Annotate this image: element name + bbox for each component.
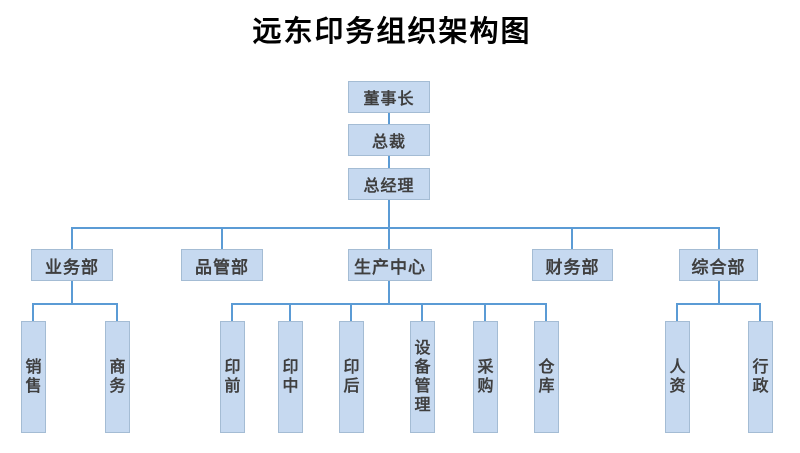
connector-stub-sales [32, 303, 34, 321]
connector-president-gm [388, 156, 390, 168]
connector-stub-prepress [231, 303, 233, 321]
connector-stub-midpress [289, 303, 291, 321]
connector-stub-equipment [421, 303, 423, 321]
chart-title: 远东印务组织架构图 [252, 16, 532, 48]
org-node-sales: 销售 [21, 321, 46, 433]
org-node-finance-dept: 财务部 [532, 249, 613, 281]
connector-production-bus [231, 303, 547, 305]
org-node-admin: 行政 [748, 321, 773, 433]
org-node-commerce: 商务 [105, 321, 130, 433]
org-node-midpress: 印中 [278, 321, 303, 433]
connector-department-bus [71, 227, 720, 229]
org-node-equipment-management: 设备管理 [410, 321, 435, 433]
org-node-general-dept: 综合部 [679, 249, 758, 281]
org-node-general-manager: 总经理 [348, 168, 430, 200]
connector-stub-purchasing [484, 303, 486, 321]
org-node-postpress: 印后 [339, 321, 364, 433]
org-node-purchasing: 采购 [473, 321, 498, 433]
connector-general-bus [676, 303, 761, 305]
org-node-quality-dept: 品管部 [181, 249, 263, 281]
connector-stub-admin [759, 303, 761, 321]
connector-stub-warehouse [545, 303, 547, 321]
connector-general-down [718, 281, 720, 303]
connector-gm-departments [388, 200, 390, 227]
connector-stub-commerce [116, 303, 118, 321]
connector-chairman-president [388, 113, 390, 124]
connector-stub-postpress [350, 303, 352, 321]
connector-stub-business [71, 227, 73, 249]
connector-business-down [71, 281, 73, 303]
org-node-hr: 人资 [665, 321, 690, 433]
connector-production-down [388, 281, 390, 303]
connector-stub-general [718, 227, 720, 249]
org-node-chairman: 董事长 [348, 81, 430, 113]
connector-stub-production [388, 227, 390, 249]
connector-stub-finance [571, 227, 573, 249]
org-node-prepress: 印前 [220, 321, 245, 433]
connector-business-bus [32, 303, 118, 305]
connector-stub-hr [676, 303, 678, 321]
org-node-production-center: 生产中心 [348, 249, 432, 281]
org-node-warehouse: 仓库 [534, 321, 559, 433]
org-node-business-dept: 业务部 [31, 249, 113, 281]
connector-stub-quality [221, 227, 223, 249]
org-node-president: 总裁 [348, 124, 430, 156]
